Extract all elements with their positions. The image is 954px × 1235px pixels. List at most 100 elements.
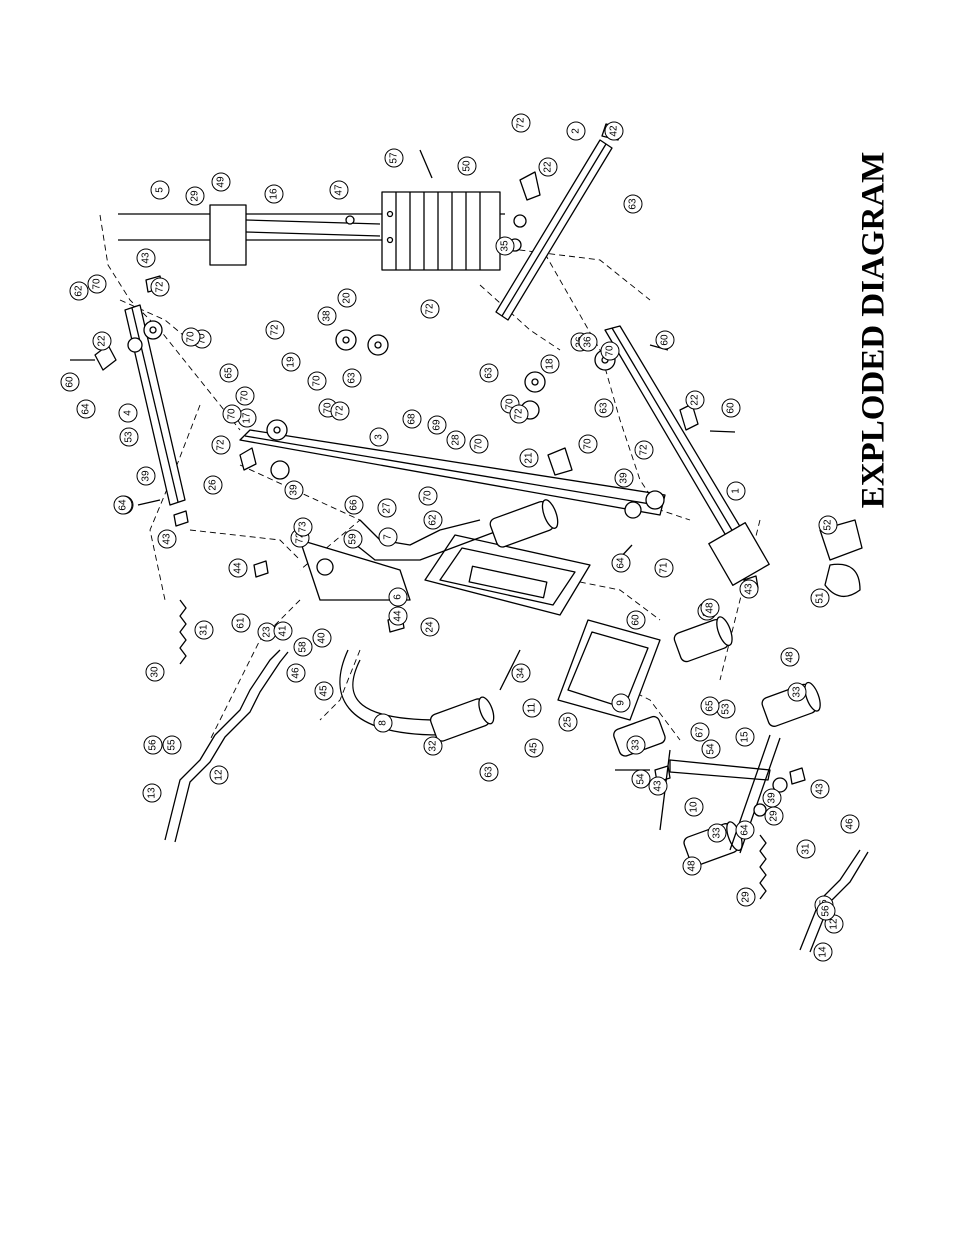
callout-number: 15: [740, 731, 751, 743]
part-callout: 54: [631, 769, 651, 789]
part-callout: 49: [211, 172, 231, 192]
part-callout: 53: [119, 427, 139, 447]
part-callout: 34: [511, 663, 531, 683]
callout-number: 67: [695, 726, 706, 738]
part-callout: 38: [317, 306, 337, 326]
part-callout: 70: [578, 434, 598, 454]
part-callout: 39: [762, 788, 782, 808]
callout-bubble: [685, 390, 705, 410]
callout-bubble: [235, 386, 255, 406]
callout-number: 70: [240, 390, 251, 402]
callout-number: 56: [148, 739, 159, 751]
callout-bubble: [495, 236, 515, 256]
callout-number: 48: [785, 651, 796, 663]
part-callout: 72: [330, 401, 350, 421]
part-callout: 39: [614, 468, 634, 488]
part-callout: 53: [716, 699, 736, 719]
part-callout: 10: [684, 797, 704, 817]
callout-number: 40: [317, 632, 328, 644]
callout-number: 63: [484, 367, 495, 379]
callout-number: 26: [208, 479, 219, 491]
callout-number: 62: [74, 285, 85, 297]
part-callout: 1: [726, 481, 746, 501]
callout-number: 33: [792, 686, 803, 698]
callout-number: 10: [689, 801, 700, 813]
callout-number: 70: [197, 333, 208, 345]
callout-bubble: [150, 180, 170, 200]
part-callout: 66: [344, 495, 364, 515]
callout-bubble: [578, 434, 598, 454]
callout-number: 69: [432, 419, 443, 431]
callout-bubble: [87, 274, 107, 294]
part-callout: 72: [509, 404, 529, 424]
part-callout: 18: [540, 354, 560, 374]
part-callout: 44: [228, 558, 248, 578]
callout-number: 13: [147, 787, 158, 799]
part-callout: 14: [813, 942, 833, 962]
part-callout: 72: [634, 440, 654, 460]
callout-number: 71: [659, 562, 670, 574]
part-callout: 16: [264, 184, 284, 204]
callout-number: 11: [527, 702, 538, 713]
callout-number: 47: [334, 184, 345, 196]
part-callout: 33: [707, 823, 727, 843]
callout-number: 49: [216, 176, 227, 188]
callout-bubble: [307, 371, 327, 391]
callout-number: 3: [374, 434, 385, 440]
part-callout: 61: [231, 613, 251, 633]
callout-number: 43: [141, 252, 152, 264]
part-callout: 43: [648, 776, 668, 796]
part-callout: 12: [209, 765, 229, 785]
callout-bubble: [701, 739, 721, 759]
part-callout: 6: [388, 587, 408, 607]
part-callout: 60: [721, 398, 741, 418]
part-callout: 67: [690, 722, 710, 742]
callout-bubble: [626, 735, 646, 755]
part-callout: 48: [700, 598, 720, 618]
callout-number: 58: [298, 641, 309, 653]
callout-bubble: [420, 617, 440, 637]
part-callout: 63: [479, 762, 499, 782]
part-callout: 39: [136, 466, 156, 486]
callout-number: 20: [342, 292, 353, 304]
callout-bubble: [312, 628, 332, 648]
callout-bubble: [344, 495, 364, 515]
callout-number: 63: [347, 372, 358, 384]
callout-number: 43: [162, 533, 173, 545]
callout-bubble: [157, 529, 177, 549]
part-callout: 51: [810, 588, 830, 608]
callout-number: 44: [393, 610, 404, 622]
callout-number: 12: [214, 769, 225, 781]
callout-bubble: [626, 610, 646, 630]
callout-bubble: [524, 738, 544, 758]
callout-bubble: [388, 606, 408, 626]
callout-number: 35: [500, 240, 511, 252]
callout-number: 70: [227, 408, 238, 420]
callout-bubble: [810, 779, 830, 799]
callout-bubble: [118, 403, 138, 423]
callout-number: 33: [712, 827, 723, 839]
part-callout: 45: [314, 681, 334, 701]
part-callout: 72: [420, 299, 440, 319]
callout-number: 63: [628, 198, 639, 210]
part-callout: 59: [343, 529, 363, 549]
callout-bubble: [654, 558, 674, 578]
callout-number: 63: [599, 402, 610, 414]
callout-bubble: [136, 466, 156, 486]
callout-number: 64: [81, 403, 92, 415]
callout-bubble: [648, 776, 668, 796]
callout-bubble: [119, 427, 139, 447]
part-callout: 32: [423, 736, 443, 756]
part-callout: 41: [273, 621, 293, 641]
callout-number: 53: [721, 703, 732, 715]
part-callout: 69: [427, 415, 447, 435]
part-callout: 60: [60, 372, 80, 392]
part-callout: 63: [342, 368, 362, 388]
callout-bubble: [796, 839, 816, 859]
part-callout: 62: [69, 281, 89, 301]
callout-number: 39: [619, 472, 630, 484]
part-callout: 22: [538, 157, 558, 177]
part-callout: 33: [787, 682, 807, 702]
callout-bubble: [479, 762, 499, 782]
